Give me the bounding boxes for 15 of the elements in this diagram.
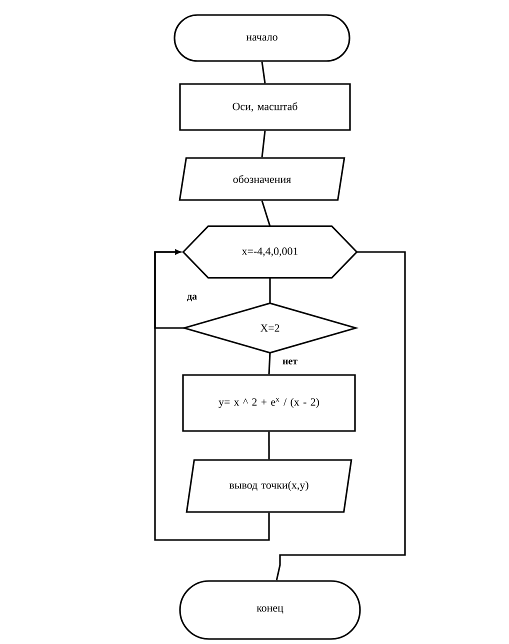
connector: [261, 130, 266, 158]
connector: [269, 278, 271, 304]
edge-label: нет: [281, 358, 299, 366]
io-parallelogram: вывод точки(x,y): [186, 459, 352, 513]
edge-label: да: [186, 294, 198, 302]
process-box: Оси, масштаб: [179, 83, 351, 131]
io-parallelogram: обозначения: [178, 157, 346, 201]
connector: [261, 62, 266, 84]
process-box: y= x ^ 2 + e$^{x}$ / (x - 2): [182, 374, 356, 432]
connector: [268, 432, 270, 460]
connector: [268, 352, 271, 374]
loop-hexagon: x=-4,4,0,001: [182, 225, 358, 279]
connector: [261, 200, 271, 226]
connector: [154, 250, 270, 541]
connector: [276, 251, 406, 580]
